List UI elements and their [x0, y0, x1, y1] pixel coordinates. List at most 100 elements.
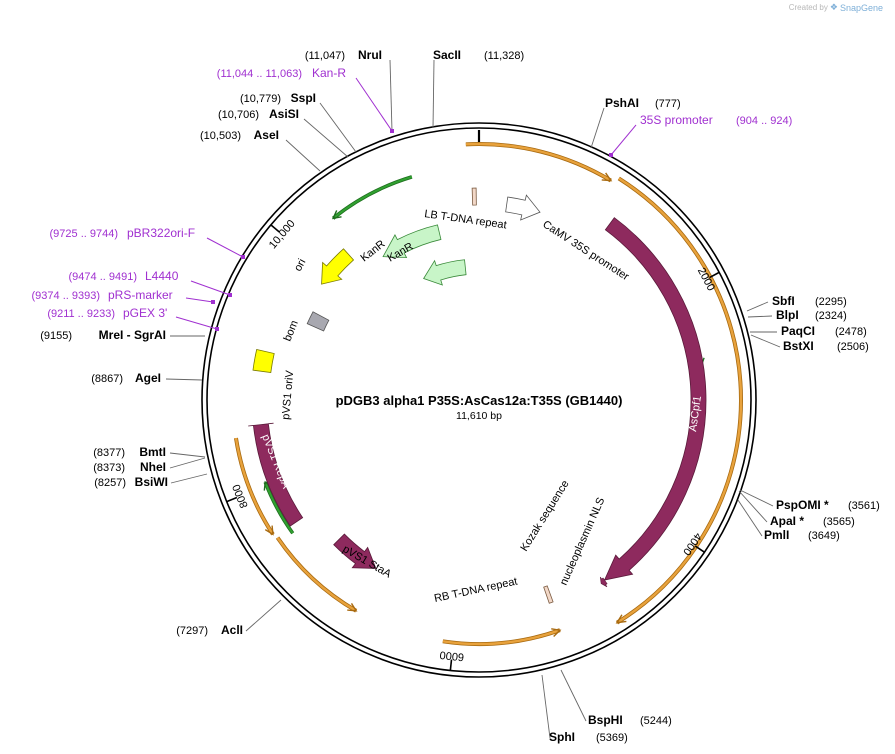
- camv-promoter-feature: [505, 194, 541, 221]
- site-leader-2: [389, 59, 393, 132]
- site-leader-5: [285, 139, 321, 172]
- tick-mark-2: [694, 545, 705, 553]
- site-position-14: (5244): [640, 715, 672, 727]
- site-position-6: (777): [655, 98, 681, 110]
- repa-feature: [248, 422, 304, 527]
- site-name-19: BmtI: [139, 445, 166, 459]
- primer-leader-6: [175, 316, 218, 330]
- site-name-20: AgeI: [135, 371, 161, 385]
- site-position-4: (10,706): [218, 109, 259, 121]
- primer-leader-3: [206, 237, 244, 258]
- primer-leader-4: [190, 280, 231, 296]
- kozak-label: Kozak sequence: [518, 478, 571, 553]
- site-name-2: NruI: [358, 48, 382, 62]
- site-name-6: PshAI: [605, 96, 639, 110]
- site-leader-6: [590, 107, 605, 149]
- green-arc-3: [264, 481, 294, 534]
- site-position-13: (3649): [808, 530, 840, 542]
- tick-label-1: 2000: [695, 266, 717, 293]
- orange-arc-3: [442, 629, 561, 646]
- site-leader-17: [170, 473, 208, 484]
- oriv-feature: [252, 349, 275, 373]
- primer-marker-4: [228, 293, 232, 297]
- primer-range-4: (9474 .. 9491): [69, 271, 138, 283]
- tick-label-2: 4000: [680, 530, 704, 557]
- green-arc-1-arrowhead: [331, 210, 342, 220]
- site-name-11: PspOMI *: [776, 498, 829, 512]
- credit-brand: SnapGene: [839, 2, 883, 13]
- green-arc-1: [332, 175, 413, 220]
- rb-tdna-label: RB T-DNA repeat: [433, 576, 518, 605]
- primer-sites: Kan-R(11,044 .. 11,063)35S promoter(904 …: [32, 66, 792, 331]
- site-leader-20: [165, 378, 203, 381]
- bom-feature: [306, 311, 330, 332]
- site-name-15: SphI: [549, 730, 575, 744]
- site-name-10: BstXI: [783, 339, 814, 353]
- site-position-1: (11,328): [484, 50, 524, 62]
- site-leader-8: [747, 315, 773, 318]
- orange-arc-1: [465, 142, 612, 182]
- site-name-1: SacII: [433, 48, 461, 62]
- orange-arc-4: [276, 536, 357, 612]
- primer-range-3: (9725 .. 9744): [50, 228, 119, 240]
- orange-features: [233, 142, 743, 646]
- ori-label: ori: [292, 257, 308, 273]
- rb-tdna-feature: [543, 585, 554, 604]
- site-position-5: (10,503): [200, 130, 241, 142]
- site-leader-19: [169, 452, 206, 458]
- site-name-4: AsiSI: [269, 107, 299, 121]
- orange-arc-2-arrowhead: [615, 614, 627, 624]
- site-leader-14: [560, 669, 587, 722]
- site-name-21: MreI - SgrAI: [99, 328, 166, 342]
- site-leader-12: [738, 490, 768, 523]
- primer-marker-6: [215, 327, 219, 331]
- site-name-14: BspHI: [588, 713, 623, 727]
- primer-name-5: pRS-marker: [108, 288, 173, 302]
- orange-arc-5-arrowhead: [264, 525, 274, 536]
- lb-tdna-feature: [471, 187, 477, 206]
- primer-name-4: L4440: [145, 269, 179, 283]
- backbone-inner-ring: [206, 127, 752, 673]
- site-position-10: (2506): [837, 341, 869, 353]
- plasmid-length: 11,610 bp: [456, 410, 502, 422]
- site-leader-16: [245, 599, 282, 632]
- snapgene-logo-icon: ❖: [829, 2, 838, 12]
- site-leader-15: [541, 674, 551, 739]
- orange-arc-1-outline: [465, 142, 612, 183]
- site-name-17: BsiWI: [135, 475, 168, 489]
- nls-label: nucleoplasmin NLS: [558, 496, 608, 587]
- primer-leader-5: [185, 297, 214, 303]
- tick-label-5: 10,000: [267, 218, 298, 251]
- primer-marker-5: [211, 300, 215, 304]
- kanr2-feature: [423, 259, 467, 286]
- site-leader-13: [737, 499, 763, 537]
- bom-label: bom: [282, 319, 301, 343]
- pvs1-oriv-label: pVS1 oriV: [280, 369, 296, 420]
- tick-mark-1: [709, 271, 720, 279]
- nls-feature: [599, 576, 608, 588]
- kanr1-feature: [382, 224, 442, 259]
- site-name-8: BlpI: [776, 308, 799, 322]
- primer-name-1: Kan-R: [312, 66, 346, 80]
- site-position-11: (3561): [848, 500, 880, 512]
- orange-arc-4-arrowhead: [347, 602, 358, 612]
- site-position-2: (11,047): [305, 50, 345, 62]
- site-name-9: PaqCI: [781, 324, 815, 338]
- site-position-20: (8867): [91, 373, 123, 385]
- site-leader-1: [432, 59, 435, 129]
- kanr1-label: KanR: [358, 238, 387, 264]
- major-features: [248, 187, 707, 604]
- tick-mark-5: [270, 224, 280, 233]
- tick-label-3: 6000: [439, 648, 465, 663]
- site-leader-18: [169, 457, 206, 469]
- site-position-17: (8257): [94, 477, 126, 489]
- site-name-12: ApaI *: [770, 514, 804, 528]
- plasmid-name: pDGB3 alpha1 P35S:AsCas12a:T35S (GB1440): [336, 393, 623, 408]
- backbone-outer-ring: [201, 122, 757, 678]
- site-position-8: (2324): [815, 310, 847, 322]
- site-position-21: (9155): [40, 330, 72, 342]
- tick-mark-4: [226, 496, 238, 503]
- site-position-15: (5369): [596, 732, 628, 744]
- site-position-12: (3565): [823, 516, 855, 528]
